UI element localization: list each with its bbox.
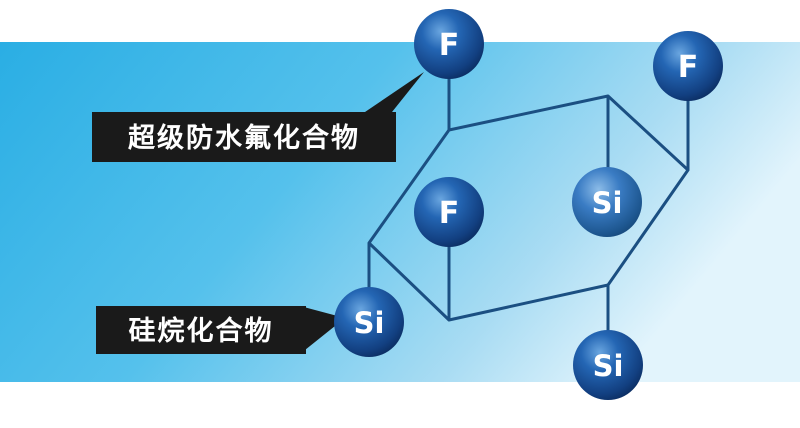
atom-sphere — [414, 177, 484, 247]
atom-f-right: F — [653, 31, 723, 101]
callout-label: 硅烷化合物 — [129, 315, 274, 347]
atom-si-left: Si — [334, 287, 404, 357]
atom-f-center: F — [414, 177, 484, 247]
callout-box — [92, 112, 396, 162]
atom-sphere — [573, 330, 643, 400]
callout-silane-compound: 硅烷化合物 — [96, 306, 345, 354]
atom-symbol: F — [439, 28, 460, 63]
atom-si-bottom: Si — [573, 330, 643, 400]
atom-sphere — [653, 31, 723, 101]
atom-symbol: F — [439, 196, 460, 231]
callout-pointer — [365, 72, 424, 112]
atom-sphere — [334, 287, 404, 357]
atom-sphere — [414, 9, 484, 79]
atom-si-center: Si — [572, 167, 642, 237]
callout-label: 超级防水氟化合物 — [128, 122, 360, 154]
callout-pointer — [300, 306, 345, 354]
atom-symbol: Si — [592, 186, 623, 220]
atom-symbol: F — [678, 50, 699, 85]
atom-sphere — [572, 167, 642, 237]
callout-box — [96, 306, 306, 354]
atom-f-top: F — [414, 9, 484, 79]
atom-symbol: Si — [354, 306, 385, 340]
atom-symbol: Si — [593, 349, 624, 383]
callout-fluoro-compound: 超级防水氟化合物 — [92, 72, 424, 162]
